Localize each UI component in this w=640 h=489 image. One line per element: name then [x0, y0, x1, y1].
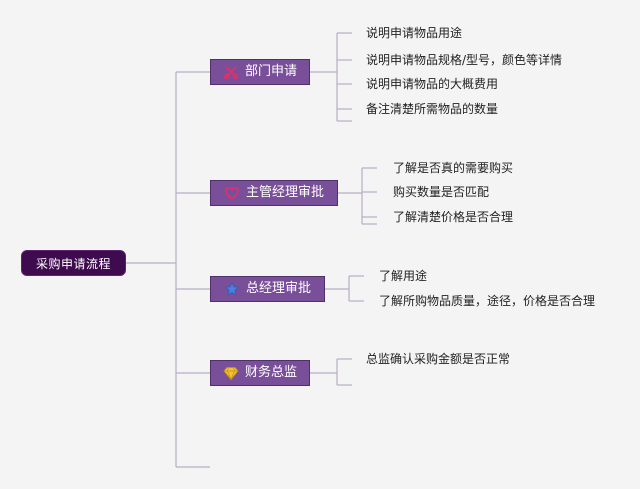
list-item: 说明申请物品的大概费用 [366, 77, 499, 91]
root-node[interactable]: 采购申请流程 [21, 250, 126, 276]
branch-label: 总经理审批 [245, 281, 311, 296]
heart-icon [224, 185, 240, 201]
branch-node-finance-director[interactable]: 财务总监 [210, 360, 310, 386]
list-item: 备注清楚所需物品的数量 [366, 102, 499, 116]
list-item: 了解是否真的需要购买 [393, 161, 514, 175]
branch-label: 主管经理审批 [245, 185, 324, 200]
branch-node-gm-approval[interactable]: 总经理审批 [210, 276, 325, 302]
star-icon [224, 281, 240, 297]
list-item: 购买数量是否匹配 [393, 185, 490, 199]
list-item: 总监确认采购金额是否正常 [366, 352, 511, 366]
scissors-icon [223, 64, 239, 80]
branch-node-dept-request[interactable]: 部门申请 [210, 59, 310, 85]
list-item: 了解用途 [379, 269, 428, 283]
branch-node-manager-approval[interactable]: 主管经理审批 [210, 180, 338, 206]
branch-label: 财务总监 [244, 365, 297, 380]
list-item: 说明申请物品规格/型号，颜色等详情 [366, 53, 563, 67]
list-item: 了解清楚价格是否合理 [393, 210, 514, 224]
branch-label: 部门申请 [244, 64, 297, 79]
list-item: 了解所购物品质量，途径，价格是否合理 [379, 294, 596, 308]
list-item: 说明申请物品用途 [366, 26, 463, 40]
diamond-icon [223, 365, 239, 381]
